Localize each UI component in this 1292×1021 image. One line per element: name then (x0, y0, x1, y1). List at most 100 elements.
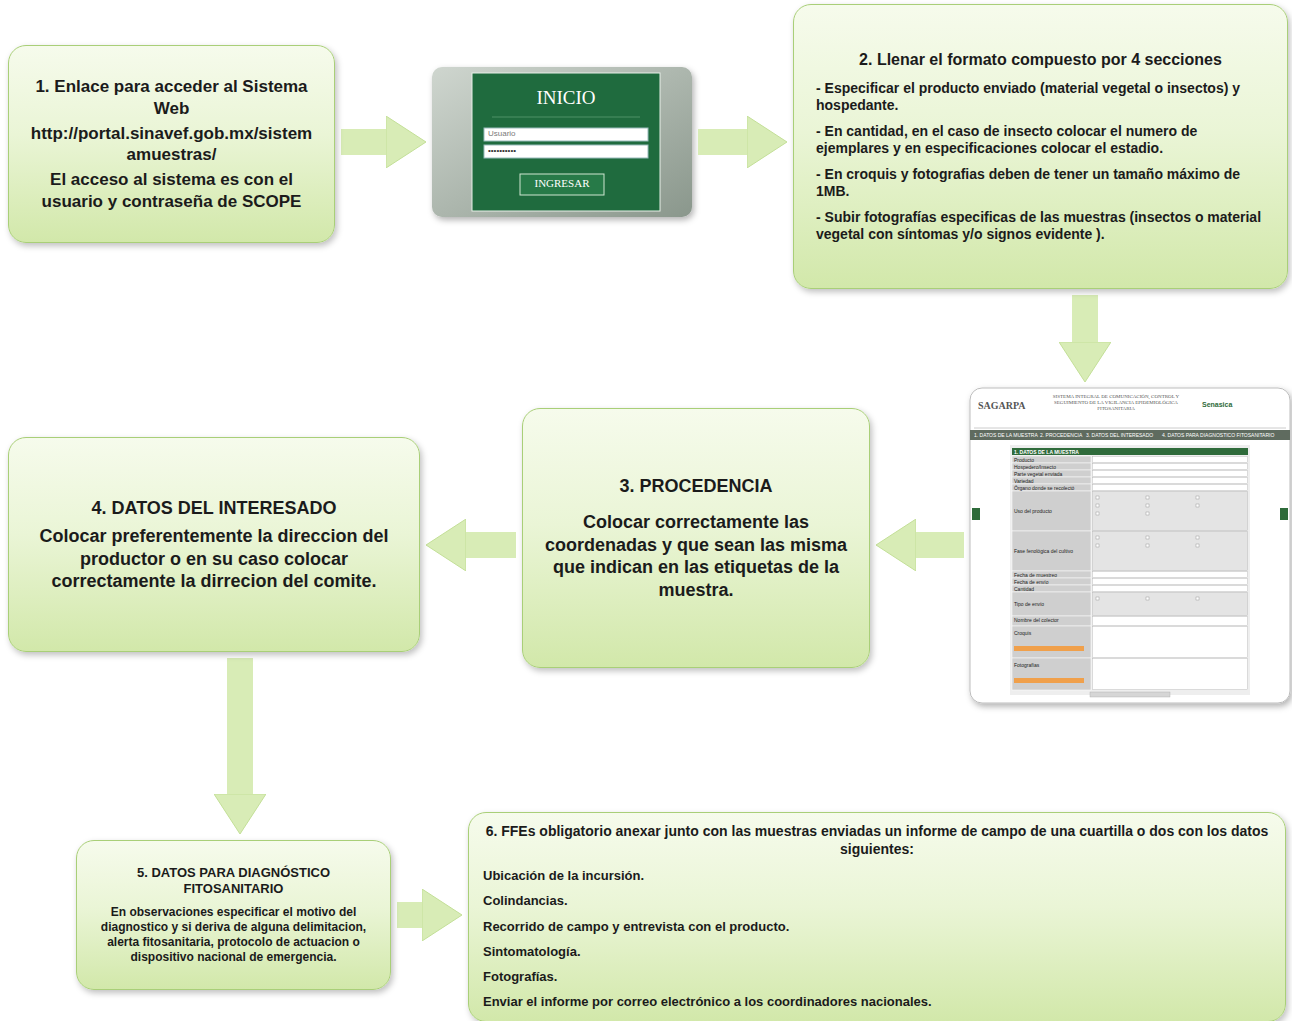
checkbox (1146, 496, 1149, 499)
step-title: 6. FFEs obligatorio anexar junto con las… (483, 823, 1271, 858)
checkbox (1096, 597, 1099, 600)
screen-text: INICIO (472, 87, 660, 110)
upload-area (1093, 627, 1248, 658)
step-text: Colocar correctamente las coordenadas y … (541, 511, 851, 601)
step-title: 2. Llenar el formato compuesto por 4 sec… (816, 50, 1265, 70)
screen-text: Croquis (1014, 630, 1090, 636)
label-cell (1012, 626, 1091, 658)
form-panel (1010, 445, 1250, 695)
label-cell (1012, 616, 1091, 626)
checkbox (1196, 536, 1199, 539)
step-title: 4. DATOS DEL INTERESADO (27, 497, 401, 520)
label-cell (1012, 477, 1091, 484)
step-title: 1. Enlace para acceder al Sistema Web (27, 76, 316, 119)
label-cell (1012, 484, 1091, 491)
step-title: 5. DATOS PARA DIAGNÓSTICO FITOSANITARIO (89, 865, 378, 898)
input-cell (1093, 617, 1248, 626)
panel-rule (492, 117, 640, 118)
screen-text: Usuario (488, 129, 638, 139)
nav-arrow (1280, 508, 1288, 520)
screen-text: Hospedero/Insecto (1014, 464, 1090, 470)
screen-text: Nombre del colector (1014, 617, 1090, 623)
screen-text: 4. DATOS PARA DIAGNOSTICO FITOSANITARIO (1162, 432, 1286, 438)
screenshot-panel: SAGARPASISTEMA INTEGRAL DE COMUNICACIÓN,… (970, 388, 1290, 703)
screenshot-frame (970, 388, 1290, 703)
input-cells (1093, 457, 1248, 690)
user-input (484, 128, 648, 141)
flow-arrow (397, 902, 424, 928)
screenshot-panel: INICIOUsuario••••••••••INGRESAR (432, 67, 692, 217)
label-cell (1012, 456, 1091, 463)
checkbox-area (1093, 492, 1248, 531)
screen-text: 1. DATOS DE LA MUESTRA (974, 432, 1038, 438)
label-cell (1012, 578, 1091, 585)
checkbox (1096, 504, 1099, 507)
screen-text: Fotografías (1014, 662, 1090, 668)
label-cell (1012, 470, 1091, 477)
input-cell (1093, 586, 1248, 592)
input-cell (1093, 457, 1248, 463)
checkbox (1146, 536, 1149, 539)
step-text: Colindancias. (483, 893, 1271, 909)
header-rule (974, 428, 1286, 429)
input-cell (1093, 471, 1248, 477)
step-text: El acceso al sistema es con el usuario y… (27, 169, 316, 212)
screen-text: Fecha de envío (1014, 579, 1090, 585)
checkbox (1196, 496, 1199, 499)
checkbox (1196, 544, 1199, 547)
step-text: - En cantidad, en el caso de insecto col… (816, 123, 1265, 158)
step-text: Fotografías. (483, 969, 1271, 985)
screen-text: Variedad (1014, 478, 1090, 484)
section-header (1012, 448, 1248, 455)
checkbox (1146, 544, 1149, 547)
form-screenshot (970, 388, 1290, 703)
tab-bar (970, 430, 1290, 440)
label-cell (1012, 491, 1091, 531)
form-rows (1012, 456, 1091, 690)
step-text: - Especificar el producto enviado (mater… (816, 80, 1265, 115)
upload-button (1014, 646, 1084, 651)
checkbox (1096, 544, 1099, 547)
label-cell (1012, 463, 1091, 470)
checkbox (1196, 504, 1199, 507)
process-box: 3. PROCEDENCIAColocar correctamente las … (522, 408, 870, 668)
screenshot-frame (432, 67, 692, 217)
input-cell (1093, 464, 1248, 470)
input-cell (1093, 579, 1248, 585)
screen-text: Tipo de envío (1014, 601, 1090, 607)
screen-text: 2. PROCEDENCIA (1040, 432, 1085, 438)
process-box: 6. FFEs obligatorio anexar junto con las… (468, 812, 1286, 1021)
login-button (520, 174, 604, 195)
checkbox (1096, 536, 1099, 539)
input-cell (1093, 478, 1248, 484)
nav-arrow (972, 508, 980, 520)
process-box: 2. Llenar el formato compuesto por 4 sec… (793, 4, 1288, 289)
screen-text: Parte vegetal enviada (1014, 471, 1090, 477)
label-cell (1012, 571, 1091, 578)
step-text: - Subir fotografías especificas de las m… (816, 209, 1265, 244)
screen-text: SISTEMA INTEGRAL DE COMUNICACIÓN, CONTRO… (1040, 394, 1192, 412)
process-box: 1. Enlace para acceder al Sistema Webhtt… (8, 45, 335, 243)
checkbox (1096, 512, 1099, 515)
step-text: Colocar preferentemente la direccion del… (27, 525, 401, 593)
process-box: 4. DATOS DEL INTERESADO Colocar preferent… (8, 437, 420, 652)
label-cell (1012, 592, 1091, 616)
screen-text: Producto (1014, 457, 1090, 463)
label-cell (1012, 531, 1091, 571)
submit-button (1090, 692, 1170, 697)
checkbox-marks (1096, 496, 1199, 600)
step-text: Sintomatología. (483, 944, 1271, 960)
checkbox-area (1093, 593, 1248, 616)
screen-text: •••••••••• (488, 146, 638, 156)
step-text: - En croquis y fotografias deben de tene… (816, 166, 1265, 201)
screen-text: Uso del producto (1014, 508, 1090, 514)
input-cell (1093, 485, 1248, 491)
input-cell (1093, 572, 1248, 578)
checkbox (1096, 496, 1099, 499)
flow-arrow (227, 658, 253, 796)
login-panel (472, 73, 660, 211)
step-text: Recorrido de campo y entrevista con el p… (483, 919, 1271, 935)
screen-text: Fase fenológica del cultivo (1014, 548, 1090, 554)
process-box: 5. DATOS PARA DIAGNÓSTICO FITOSANITARIOE… (76, 840, 391, 990)
